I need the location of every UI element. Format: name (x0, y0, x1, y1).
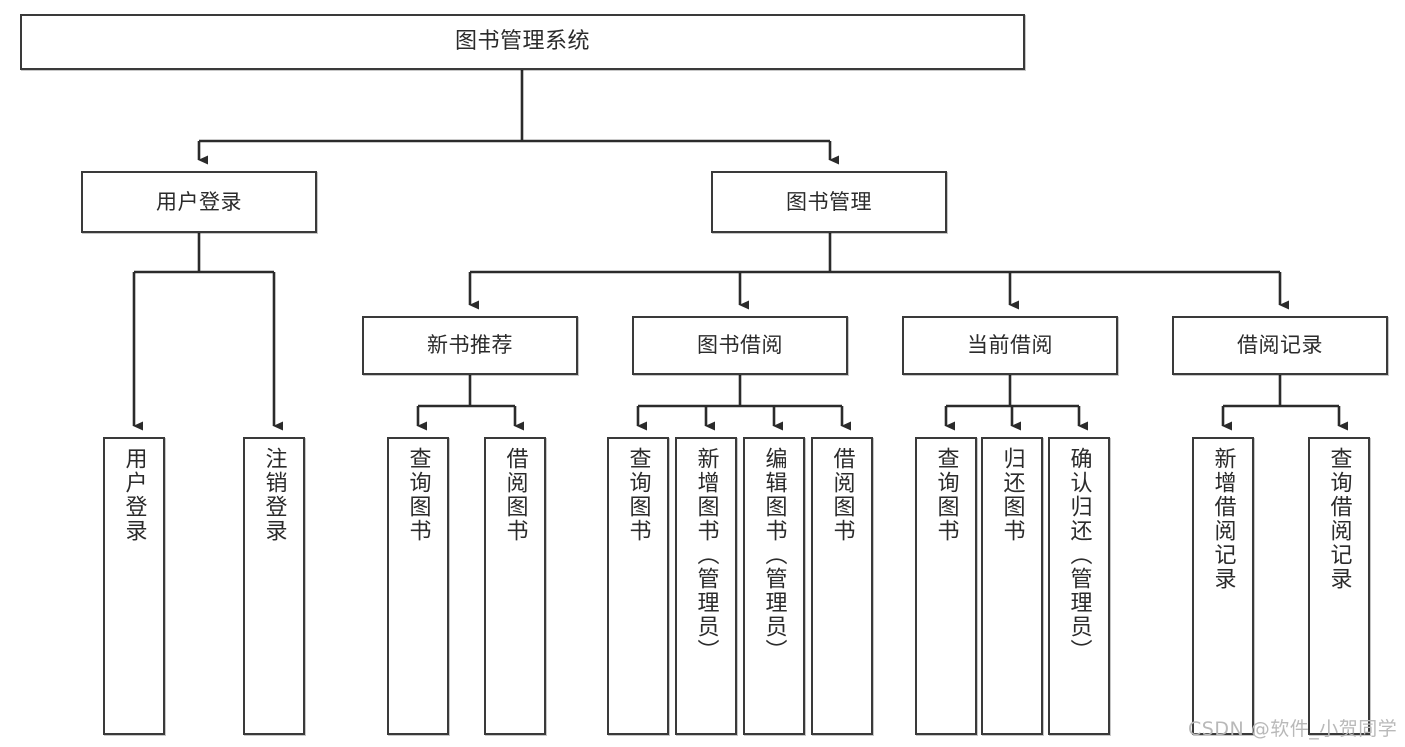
node-borrow-record-label: 借阅记录 (1237, 333, 1323, 358)
node-borrow-record[interactable]: 借阅记录 (1172, 316, 1388, 375)
node-leaf-logout[interactable]: 注销登录 (243, 437, 305, 735)
node-book-borrow-label: 图书借阅 (697, 333, 783, 358)
node-leaf-add-record-label: 新增借阅记录 (1210, 447, 1236, 591)
node-leaf-edit-book[interactable]: 编辑图书（管理员） (743, 437, 805, 735)
node-user-login-label: 用户登录 (156, 189, 242, 214)
node-leaf-borrow-book-label: 借阅图书 (829, 447, 855, 543)
node-leaf-query-book-borrow-label: 查询图书 (625, 447, 651, 543)
node-book-borrow[interactable]: 图书借阅 (632, 316, 848, 375)
node-leaf-add-book-label: 新增图书（管理员） (693, 447, 719, 663)
node-leaf-query-book-rec[interactable]: 查询图书 (387, 437, 449, 735)
node-leaf-add-record[interactable]: 新增借阅记录 (1192, 437, 1254, 735)
node-new-book-rec-label: 新书推荐 (427, 333, 513, 358)
node-leaf-return-book[interactable]: 归还图书 (981, 437, 1043, 735)
node-book-manage[interactable]: 图书管理 (711, 171, 947, 233)
node-root[interactable]: 图书管理系统 (20, 14, 1025, 70)
node-leaf-query-book-borrow[interactable]: 查询图书 (607, 437, 669, 735)
node-leaf-query-record-label: 查询借阅记录 (1326, 447, 1352, 591)
node-leaf-add-book[interactable]: 新增图书（管理员） (675, 437, 737, 735)
node-leaf-confirm-return[interactable]: 确认归还（管理员） (1048, 437, 1110, 735)
node-leaf-query-record[interactable]: 查询借阅记录 (1308, 437, 1370, 735)
node-leaf-query-book-rec-label: 查询图书 (405, 447, 431, 543)
node-leaf-user-login[interactable]: 用户登录 (103, 437, 165, 735)
node-leaf-logout-label: 注销登录 (261, 447, 287, 543)
node-book-manage-label: 图书管理 (786, 189, 872, 214)
node-user-login[interactable]: 用户登录 (81, 171, 317, 233)
node-leaf-borrow-book-rec-label: 借阅图书 (502, 447, 528, 543)
node-leaf-user-login-label: 用户登录 (121, 447, 147, 543)
node-current-borrow[interactable]: 当前借阅 (902, 316, 1118, 375)
node-leaf-return-book-label: 归还图书 (999, 447, 1025, 543)
node-leaf-confirm-return-label: 确认归还（管理员） (1066, 447, 1092, 663)
node-leaf-borrow-book[interactable]: 借阅图书 (811, 437, 873, 735)
node-root-label: 图书管理系统 (454, 28, 590, 54)
node-current-borrow-label: 当前借阅 (967, 333, 1053, 358)
node-leaf-borrow-book-rec[interactable]: 借阅图书 (484, 437, 546, 735)
node-leaf-query-book-cur[interactable]: 查询图书 (915, 437, 977, 735)
node-new-book-rec[interactable]: 新书推荐 (362, 316, 578, 375)
node-leaf-query-book-cur-label: 查询图书 (933, 447, 959, 543)
node-leaf-edit-book-label: 编辑图书（管理员） (761, 447, 787, 663)
